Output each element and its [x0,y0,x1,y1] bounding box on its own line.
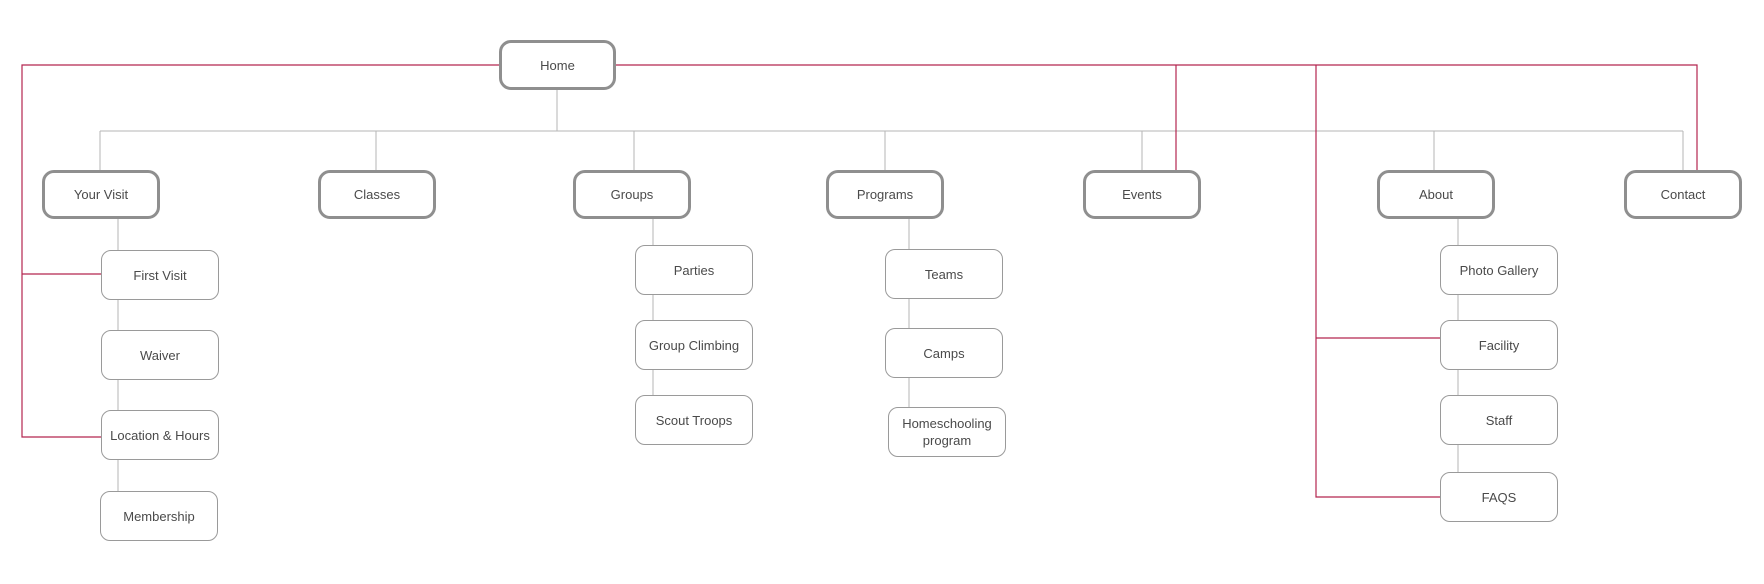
node-membership[interactable]: Membership [100,491,218,541]
node-groups[interactable]: Groups [573,170,691,219]
node-location-hours[interactable]: Location & Hours [101,410,219,460]
cross-link-lines [21,64,1698,498]
node-faqs-label: FAQS [1481,489,1517,505]
node-group-climbing-label: Group Climbing [648,337,740,353]
node-group-climbing[interactable]: Group Climbing [635,320,753,370]
node-facility[interactable]: Facility [1440,320,1558,370]
node-home[interactable]: Home [499,40,616,90]
node-staff[interactable]: Staff [1440,395,1558,445]
node-first-visit-label: First Visit [133,267,187,283]
node-teams[interactable]: Teams [885,249,1003,299]
node-scout-troops-label: Scout Troops [655,412,733,428]
node-classes-label: Classes [353,187,401,202]
about-link [1315,65,1440,498]
node-waiver-label: Waiver [140,347,180,363]
node-events[interactable]: Events [1083,170,1201,219]
node-photo-gallery[interactable]: Photo Gallery [1440,245,1558,295]
home-left-link [21,64,499,438]
node-camps-label: Camps [923,345,965,361]
home-right-link [616,64,1698,170]
node-location-hours-label: Location & Hours [110,427,210,443]
node-first-visit[interactable]: First Visit [101,250,219,300]
node-contact[interactable]: Contact [1624,170,1742,219]
node-contact-label: Contact [1660,187,1706,202]
node-your-visit[interactable]: Your Visit [42,170,160,219]
node-faqs[interactable]: FAQS [1440,472,1558,522]
node-parties-label: Parties [673,262,715,278]
node-facility-label: Facility [1478,337,1520,353]
node-staff-label: Staff [1485,412,1513,428]
node-camps[interactable]: Camps [885,328,1003,378]
node-scout-troops[interactable]: Scout Troops [635,395,753,445]
node-waiver[interactable]: Waiver [101,330,219,380]
node-home-label: Home [540,57,575,73]
node-groups-label: Groups [610,187,654,202]
node-teams-label: Teams [924,266,964,282]
node-events-label: Events [1122,187,1162,202]
node-about-label: About [1419,187,1453,202]
node-homeschooling-program[interactable]: Homeschooling program [888,407,1006,457]
node-homeschooling-program-label: Homeschooling program [902,416,992,448]
node-classes[interactable]: Classes [318,170,436,219]
node-your-visit-label: Your Visit [73,187,129,202]
node-membership-label: Membership [123,508,195,524]
node-photo-gallery-label: Photo Gallery [1459,262,1539,278]
node-programs[interactable]: Programs [826,170,944,219]
node-about[interactable]: About [1377,170,1495,219]
node-programs-label: Programs [856,187,914,202]
node-parties[interactable]: Parties [635,245,753,295]
